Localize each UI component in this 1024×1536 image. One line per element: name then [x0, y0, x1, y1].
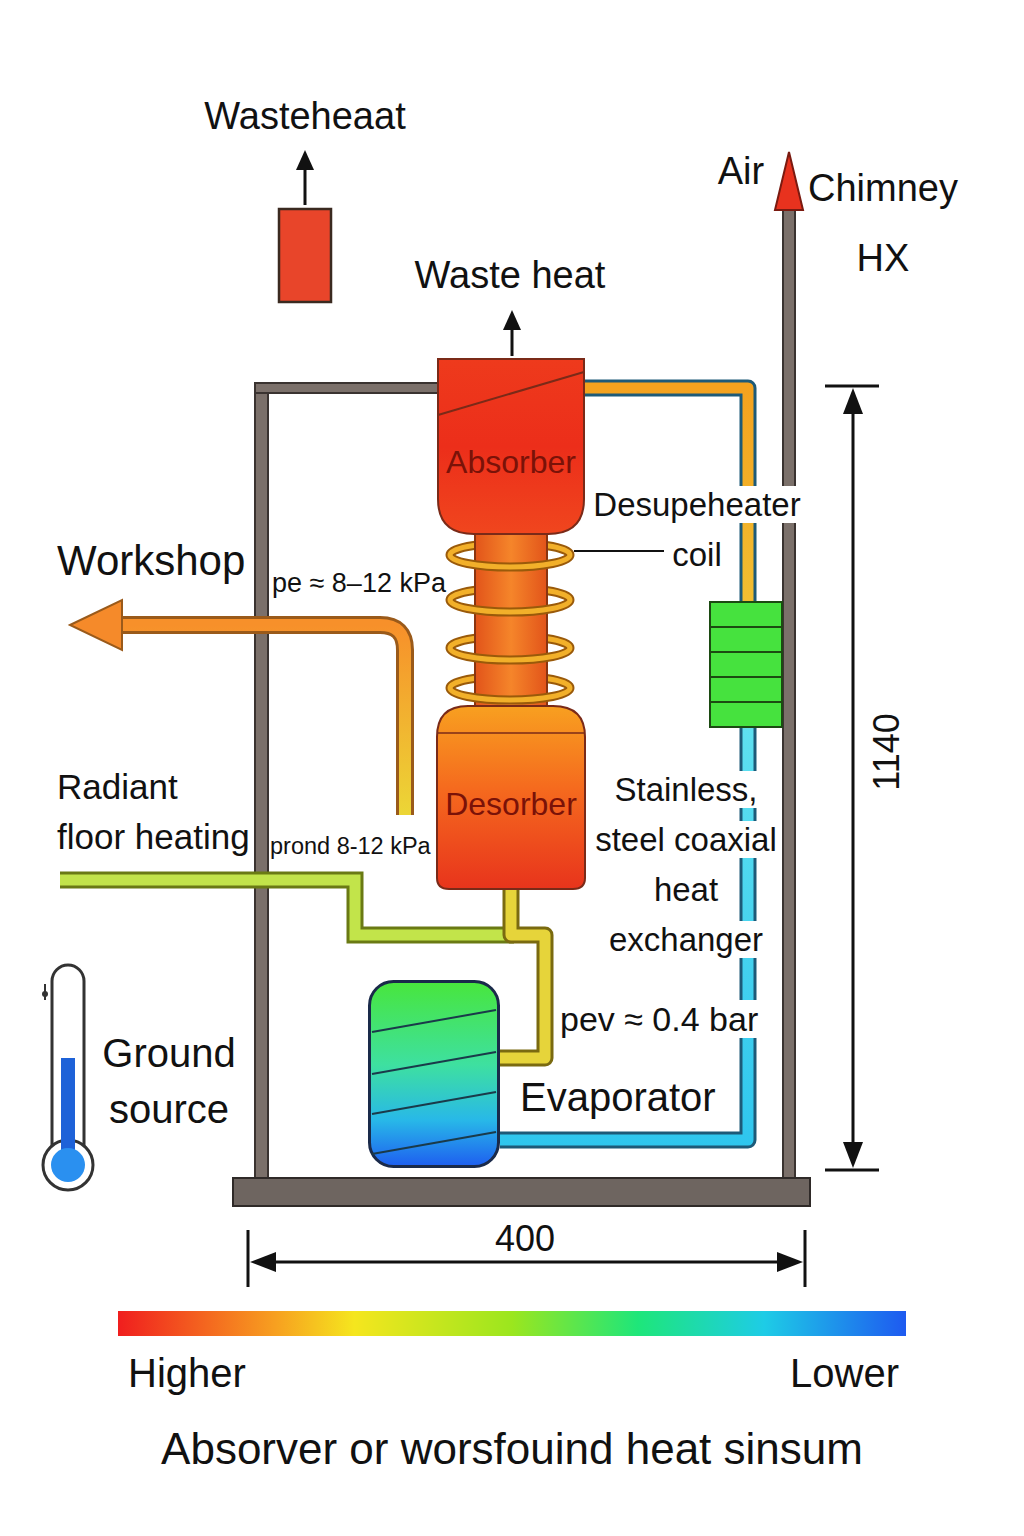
label-box: 400	[495, 1218, 555, 1259]
desorber-shape	[437, 706, 585, 889]
exchanger-fin	[710, 676, 782, 678]
coil-label: Desupeheater coil	[593, 486, 800, 573]
chimney-label: Chimney HX	[808, 167, 958, 279]
desorber-seam	[438, 732, 584, 734]
label-box: Lower	[790, 1350, 899, 1396]
dimension-line	[266, 1261, 787, 1264]
tank-coil	[372, 1052, 496, 1074]
label-box: Stainless, steel coaxial heat exchanger	[590, 765, 782, 965]
label-box: Radiant floor heating	[57, 762, 253, 862]
ground-source-label: Ground source	[102, 1031, 235, 1131]
label-box: Ground source	[94, 1025, 244, 1137]
workshop-label: Workshop	[57, 537, 245, 584]
absorber-vessel: Absorber	[437, 358, 585, 535]
dimension-arrowhead	[843, 1142, 863, 1168]
block-shape	[279, 209, 331, 302]
vessel-label: Desorber	[445, 787, 577, 822]
absorber-shape	[438, 359, 584, 534]
tank-coil	[372, 1092, 496, 1114]
dimension-arrowhead	[843, 388, 863, 414]
tank-coil	[372, 1132, 496, 1154]
temperature-scale-bar	[118, 1311, 906, 1336]
pressure-label: pev ≈ 0.4 bar	[560, 1000, 758, 1038]
dimension-tick	[825, 1169, 879, 1172]
block-label: Wasteheaat	[204, 96, 405, 138]
desorber-vessel: Desorber	[436, 705, 586, 890]
pressure-label: pe ≈ 8–12 kPa	[272, 568, 446, 598]
frame-bar	[255, 383, 439, 393]
refrigerant-pipe	[500, 890, 545, 1058]
waste-heat-block: Wasteheaat	[278, 208, 332, 303]
column-pipe	[476, 535, 546, 705]
vessel-label: Absorber	[446, 445, 576, 480]
pressure-label: prond 8-12 kPa	[270, 833, 431, 859]
label-box: pev ≈ 0.4 bar	[560, 1000, 758, 1039]
label-box: pe ≈ 8–12 kPa	[272, 568, 446, 599]
tank-label: Evaporator	[520, 1075, 716, 1119]
dimension-line	[852, 405, 855, 1151]
label-box: Desupeheater coil	[581, 480, 813, 580]
label-box: Air	[718, 150, 764, 194]
heat-arrow	[511, 328, 514, 356]
heat-arrowhead	[296, 150, 314, 170]
dimension-tick	[825, 385, 879, 388]
dimension-arrowhead	[250, 1252, 276, 1272]
dimension-tick	[804, 1230, 807, 1287]
coil-front	[450, 648, 570, 660]
coil-front	[450, 600, 570, 612]
chimney-heat-exchanger	[710, 602, 782, 727]
label-box: prond 8-12 kPa	[270, 833, 431, 860]
dimension-label: 1140	[866, 713, 907, 790]
refrigerant-pipe	[500, 890, 545, 1058]
frame-post	[255, 383, 268, 1180]
refrigerant-pipe	[500, 890, 545, 1058]
air-label: Air	[718, 150, 764, 192]
base-plate	[233, 1178, 810, 1206]
heat-arrow	[304, 168, 307, 205]
absorber-seam	[438, 372, 584, 415]
coil-front	[450, 648, 570, 660]
thermometer-fluid	[51, 1148, 85, 1182]
dimension-arrowhead	[777, 1252, 803, 1272]
thermometer-tick	[42, 991, 48, 997]
vessel-outline	[278, 208, 332, 303]
label-box: Chimney HX	[803, 153, 963, 293]
scale-label: Lower	[790, 1351, 899, 1395]
label-box: Workshop	[57, 537, 245, 585]
coil-front	[450, 555, 570, 567]
exchanger-label: Stainless, steel coaxial heat exchanger	[595, 771, 777, 958]
exchanger-fin	[710, 626, 782, 628]
tank-coil	[372, 1010, 496, 1032]
dimension-label: 400	[495, 1218, 555, 1259]
column-pipe	[474, 535, 548, 705]
scale-label: Higher	[128, 1351, 246, 1395]
exchanger-fin	[710, 701, 782, 703]
evaporator-tank: Evaporator	[368, 980, 500, 1168]
label-box: 1140	[866, 713, 907, 790]
column-pipe	[511, 535, 512, 705]
heat-arrowhead	[503, 310, 521, 330]
dimension-tick	[247, 1230, 250, 1287]
chimney-arrow	[775, 152, 803, 210]
chimney-post	[783, 206, 795, 1180]
coil-front	[450, 600, 570, 612]
workshop-arrowhead	[70, 600, 122, 650]
label-box: Higher	[128, 1350, 246, 1396]
coil-front	[450, 555, 570, 567]
leader-line	[574, 550, 664, 552]
coil-front	[450, 688, 570, 700]
exchanger-fin	[710, 651, 782, 653]
label-box: Waste heat	[415, 254, 606, 298]
caption: Absorver or worsfouind heat sinsum	[0, 1424, 1024, 1475]
tank-shape	[370, 982, 499, 1167]
vessel-outline	[368, 980, 500, 1168]
waste-heat-label: Waste heat	[415, 254, 606, 296]
coil-front	[450, 688, 570, 700]
floor-heating-label: Radiant floor heating	[57, 767, 250, 856]
